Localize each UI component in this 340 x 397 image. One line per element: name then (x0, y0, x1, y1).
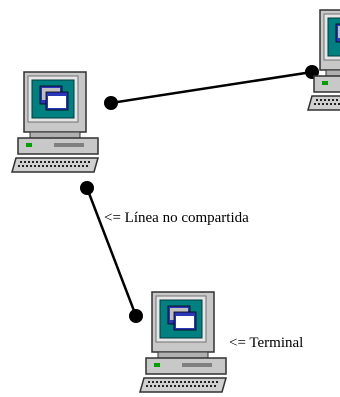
connection-dot (80, 181, 94, 195)
connection-line-left (85, 187, 138, 317)
terminal-label: <= Terminal (229, 335, 304, 351)
computer-terminal-icon (307, 9, 340, 111)
connection-dot (129, 309, 143, 323)
connection-line-top (110, 70, 313, 105)
computer-terminal-icon (11, 71, 99, 173)
line-label: <= Línea no compartida (104, 210, 249, 226)
connection-dot (104, 96, 118, 110)
computer-terminal-icon (139, 291, 227, 393)
